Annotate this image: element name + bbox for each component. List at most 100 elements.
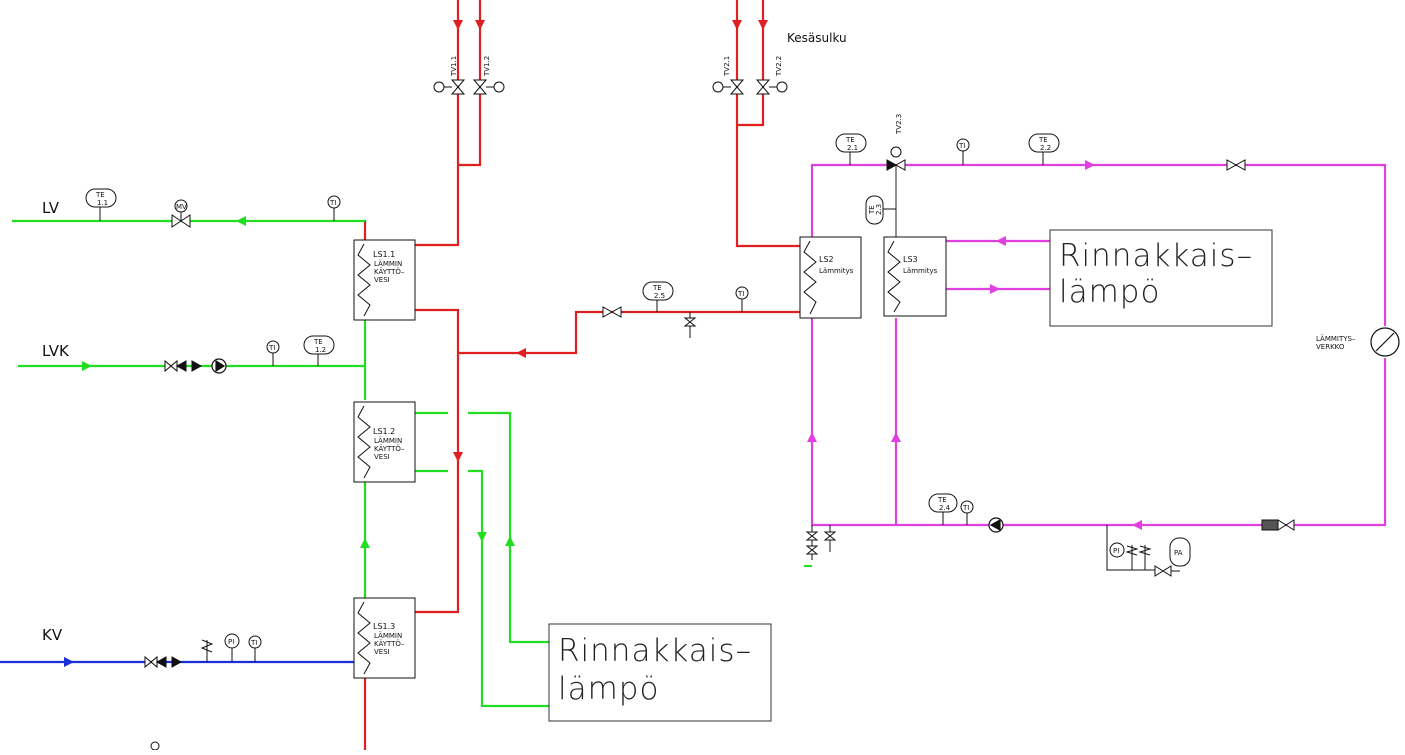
ls11-line2: KÄYTTÖ– xyxy=(374,267,405,276)
heating-loop xyxy=(810,163,1387,326)
heat-exchanger-ls12: LS1.2 LÄMMIN KÄYTTÖ– VESI xyxy=(353,401,416,483)
te-2-2: TE 2.2 xyxy=(1028,133,1060,165)
te-2-4: TE 2.4 xyxy=(928,493,958,525)
ls13-line3: VESI xyxy=(374,648,390,656)
arrow-up-riser xyxy=(360,538,370,548)
te-2-3: TE 2.3 xyxy=(865,195,896,225)
te25-a: TE xyxy=(652,284,662,292)
pi-expansion-label: PI xyxy=(1113,547,1119,555)
ti-lv-label: TI xyxy=(329,199,336,207)
label-kv: KV xyxy=(42,626,63,644)
control-valve-tv23: TV2.3 xyxy=(886,114,906,171)
supply-pipe-tv12 xyxy=(458,0,482,167)
ls11-line1: LÄMMIN xyxy=(374,259,402,268)
te-2-1: TE 2.1 xyxy=(835,133,867,165)
control-valve-tv11: TV1.1 xyxy=(433,56,466,95)
label-lammitysverkko-2: VERKKO xyxy=(1316,343,1345,351)
ls13-name: LS1.3 xyxy=(373,622,395,631)
arrow-up-rinnakkais xyxy=(505,536,515,546)
arrow-left-return xyxy=(516,348,526,358)
control-valve-tv21: TV2.1 xyxy=(712,56,745,95)
arrow-up-ls2 xyxy=(807,432,817,442)
te12-b: 1.2 xyxy=(315,346,326,354)
heating-return xyxy=(810,318,1387,527)
rinnakkais1-line1: Rinnakkais– xyxy=(558,633,752,669)
ls12-line3: VESI xyxy=(374,453,390,461)
ls11-name: LS1.1 xyxy=(373,250,395,259)
ti-lvk: TI xyxy=(266,340,280,366)
te22-b: 2.2 xyxy=(1040,144,1051,152)
heating-drain xyxy=(805,525,837,560)
ti-lv: TI xyxy=(327,195,341,221)
arrow-right-r2 xyxy=(990,284,1000,294)
arrow-right-kv xyxy=(64,657,74,667)
arrow-down-tv11 xyxy=(453,20,463,30)
dhw-pipes xyxy=(12,219,549,708)
ls12-line2: KÄYTTÖ– xyxy=(374,444,405,453)
ti-heating-bottom: TI xyxy=(960,500,974,525)
heating-top-valve xyxy=(1226,159,1246,171)
te24-a: TE xyxy=(937,496,947,504)
te-1-1: TE 1.1 xyxy=(85,188,117,221)
arrow-down-tv22 xyxy=(758,20,768,30)
ti-ls2-return: TI xyxy=(735,286,749,312)
dhw-arrows xyxy=(82,216,515,548)
arrow-left-lv xyxy=(236,216,246,226)
rinnakkais1-line2: lämpö xyxy=(558,671,659,707)
expansion-group: PI PA xyxy=(1106,525,1191,577)
ti-bottom-label: TI xyxy=(962,504,969,512)
ls3-line1: Lämmitys xyxy=(903,267,938,275)
rinnakkaislampo-box-1: Rinnakkais– lämpö xyxy=(548,623,772,722)
label-lv: LV xyxy=(42,199,60,217)
te23-a: TE xyxy=(868,205,876,215)
te22-a: TE xyxy=(1038,136,1048,144)
pa-label: PA xyxy=(1174,549,1183,557)
tv11-label: TV1.1 xyxy=(450,56,458,77)
ti-heating-top: TI xyxy=(956,138,970,165)
heat-exchanger-ls11: LS1.1 LÄMMIN KÄYTTÖ– VESI xyxy=(353,239,416,321)
pi-kv: PI xyxy=(224,633,240,662)
arrow-right-top1 xyxy=(1085,160,1095,170)
heat-exchanger-ls2: LS2 Lämmitys xyxy=(799,236,862,319)
mv-valve: MV xyxy=(171,199,191,228)
label-lammitysverkko-1: LÄMMITYS– xyxy=(1316,334,1356,343)
ls2-line1: Lämmitys xyxy=(819,267,854,275)
arrow-left-r2 xyxy=(996,236,1006,246)
arrow-down-rinnakkais xyxy=(477,532,487,542)
te21-b: 2.1 xyxy=(847,144,858,152)
heat-exchanger-ls13: LS1.3 LÄMMIN KÄYTTÖ– VESI xyxy=(353,597,416,679)
te-1-2: TE 1.2 xyxy=(303,335,335,366)
lvk-valves xyxy=(164,359,203,373)
rinnakkais-return-pipe xyxy=(468,411,549,644)
rinnakkais2-line2: lämpö xyxy=(1059,274,1160,310)
kv-valves xyxy=(144,639,214,669)
return-pipe-ls11 xyxy=(415,308,460,614)
bottom-left-indicator xyxy=(150,741,160,751)
arrow-down-tv21 xyxy=(732,20,742,30)
cold-water-pipe xyxy=(0,657,365,667)
lammitysverkko-meter xyxy=(1370,327,1400,357)
tv23-label: TV2.3 xyxy=(895,114,903,135)
ti-lvk-label: TI xyxy=(268,344,275,352)
ls2-return-valve xyxy=(602,306,697,338)
control-valve-tv22: TV2.2 xyxy=(755,56,788,95)
control-valve-tv12: TV1.2 xyxy=(472,56,505,95)
te12-a: TE xyxy=(313,338,323,346)
te25-b: 2.5 xyxy=(654,292,665,300)
pi-kv-label: PI xyxy=(228,638,234,646)
rinnakkaislampo-box-2: Rinnakkais– lämpö xyxy=(1049,229,1273,327)
label-lvk: LVK xyxy=(42,342,70,360)
hot-arrows xyxy=(453,20,768,462)
ls12-name: LS1.2 xyxy=(373,427,395,436)
te11-a: TE xyxy=(95,191,105,199)
ls13-line2: KÄYTTÖ– xyxy=(374,639,405,648)
ti-kv: TI xyxy=(248,635,262,662)
arrow-right-lvk xyxy=(82,361,92,371)
rinnakkais-supply-pipe xyxy=(468,469,549,708)
lvk-pump xyxy=(211,358,227,374)
heating-pump xyxy=(988,517,1004,533)
arrow-up-ls3 xyxy=(891,432,901,442)
heating-arrows xyxy=(807,160,1142,530)
ls2-name: LS2 xyxy=(819,255,834,264)
